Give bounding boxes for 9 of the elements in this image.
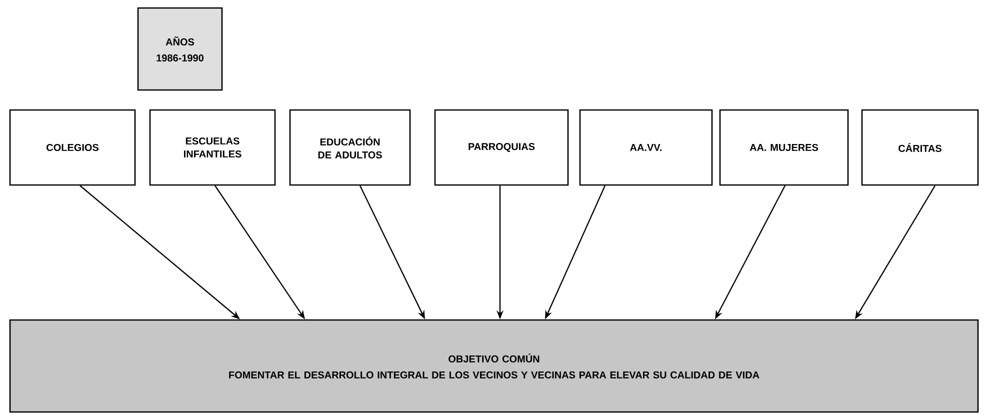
group-box: ESCUELAS INFANTILES [149,109,276,186]
group-box: CÁRITAS [861,109,979,186]
heading-box: AÑOS 1986-1990 [137,7,223,91]
group-box: EDUCACIÓN DE ADULTOS [289,109,411,186]
group-box: PARROQUIAS [434,109,569,186]
group-box: AA. MUJERES [719,109,849,186]
group-box: AA.VV. [579,109,713,186]
goal-box: OBJETIVO COMÚN FOMENTAR EL DESARROLLO INTEGRAL DE LOS VECINOS Y VECINAS PARA ELEVAR SU CALIDAD DE VIDA [9,319,979,413]
group-box: COLEGIOS [9,109,136,186]
